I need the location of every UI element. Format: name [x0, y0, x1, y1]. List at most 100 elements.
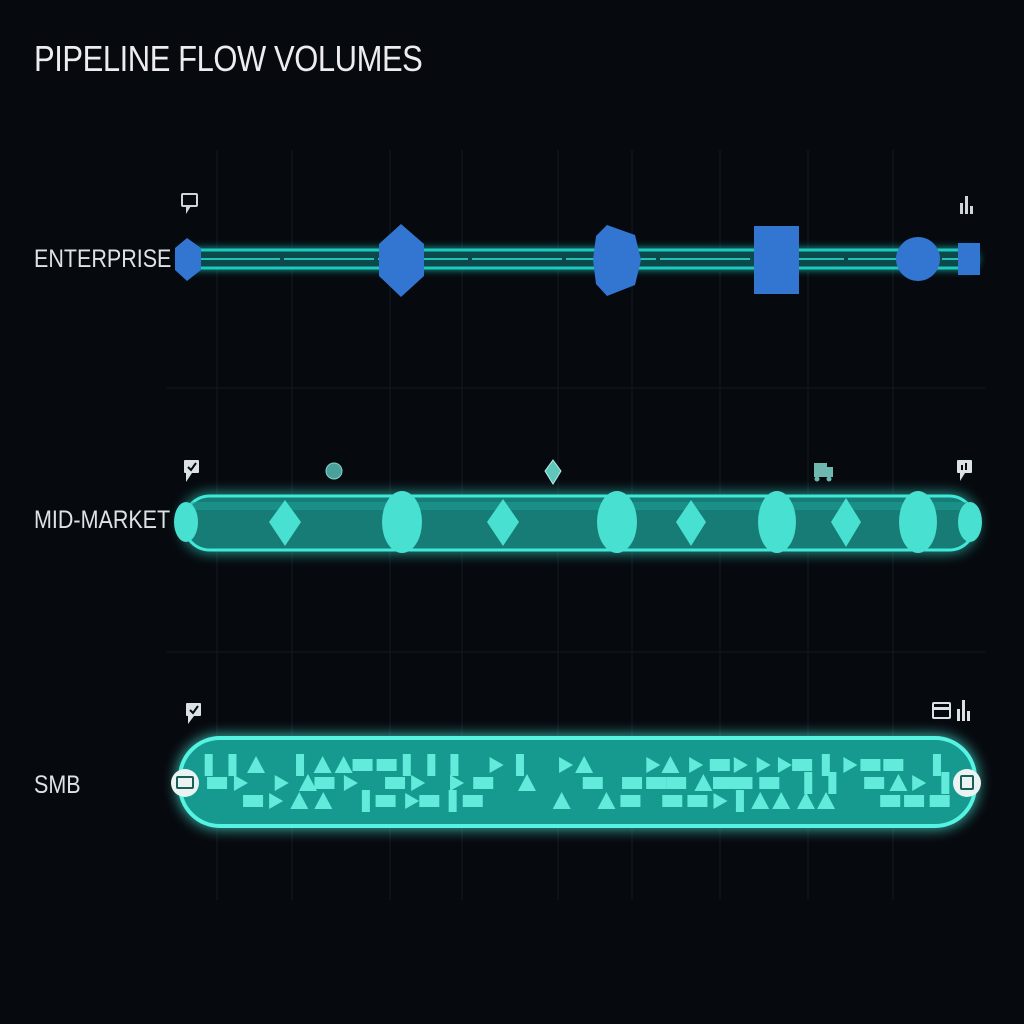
mid-market-flow-items: [174, 491, 982, 553]
smb-item: [792, 759, 813, 771]
lane-label-smb: SMB: [34, 771, 81, 799]
mid-market-item: [958, 502, 982, 542]
smb-item: [622, 777, 643, 789]
lane-label-enterprise: ENTERPRISE: [34, 245, 172, 273]
diamond-icon: [544, 459, 562, 485]
smb-item: [889, 774, 908, 791]
smb-item: [376, 759, 397, 771]
smb-item: [515, 754, 524, 776]
smb-item: [411, 775, 426, 791]
dot-icon: [325, 462, 343, 480]
smb-item: [713, 793, 728, 809]
smb-item: [597, 792, 616, 809]
smb-item: [361, 790, 370, 812]
smb-item: [804, 772, 813, 794]
smb-item: [343, 775, 358, 791]
enterprise-item: [379, 224, 424, 297]
smb-item: [709, 759, 730, 771]
smb-item: [462, 795, 483, 807]
smb-item: [207, 777, 228, 789]
smb-item: [828, 772, 837, 794]
smb-item: [314, 792, 333, 809]
smb-item: [552, 792, 571, 809]
smb-item: [646, 757, 661, 773]
smb-item: [777, 757, 792, 773]
smb-item: [582, 777, 603, 789]
smb-item: [517, 774, 536, 791]
mid-market-item: [758, 491, 796, 553]
smb-item: [912, 775, 927, 791]
smb-item: [860, 759, 881, 771]
smb-flow-items: [204, 754, 950, 812]
smb-item: [233, 775, 248, 791]
smb-item: [821, 754, 830, 776]
smb-item: [375, 795, 396, 807]
page-title: PIPELINE FLOW VOLUMES: [34, 38, 423, 79]
smb-item: [290, 792, 309, 809]
smb-item: [296, 754, 305, 776]
smb-item: [313, 756, 332, 773]
smb-item: [694, 774, 713, 791]
mid-market-item: [676, 500, 706, 546]
mid-market-item: [269, 500, 301, 546]
smb-item: [666, 777, 687, 789]
smb-item: [269, 793, 284, 809]
smb-item: [228, 754, 237, 776]
mid-market-item: [382, 491, 422, 553]
smb-item: [559, 757, 574, 773]
smb-item: [662, 795, 683, 807]
enterprise-item: [175, 238, 201, 281]
smb-item: [796, 792, 815, 809]
smb-item: [448, 790, 457, 812]
smb-item: [733, 757, 748, 773]
enterprise-item: [754, 226, 799, 294]
smb-item: [575, 756, 594, 773]
card-icon: [932, 702, 951, 719]
smb-pipe: [178, 736, 977, 828]
smb-item: [247, 756, 266, 773]
smb-item: [864, 777, 885, 789]
smb-item: [473, 777, 494, 789]
smb-item: [352, 759, 373, 771]
smb-item: [880, 795, 901, 807]
lane-label-mid-market: MID-MARKET: [34, 506, 171, 534]
smb-item: [932, 754, 941, 776]
smb-item: [419, 795, 440, 807]
smb-item: [385, 777, 406, 789]
smb-item: [204, 754, 213, 776]
smb-item: [427, 754, 436, 776]
smb-item: [732, 777, 753, 789]
smb-item: [751, 792, 770, 809]
smb-item: [243, 795, 264, 807]
smb-item: [772, 792, 791, 809]
smb-item: [756, 757, 771, 773]
smb-item: [759, 777, 780, 789]
mid-market-item: [899, 491, 937, 553]
truck-icon: [814, 463, 833, 482]
comment-check-icon: [186, 703, 201, 724]
smb-item: [402, 754, 411, 776]
smb-item: [661, 756, 680, 773]
smb-item: [735, 790, 744, 812]
smb-item: [405, 793, 420, 809]
mid-market-item: [831, 498, 861, 547]
smb-item: [904, 795, 925, 807]
smb-item: [941, 772, 950, 794]
smb-item: [883, 759, 904, 771]
comment-check-icon: [184, 460, 199, 482]
smb-item: [274, 775, 289, 791]
enterprise-item: [896, 237, 940, 281]
card-icon: [953, 769, 981, 797]
bar-chart-icon: [957, 700, 970, 721]
smb-item: [687, 795, 708, 807]
smb-item: [843, 757, 858, 773]
smb-item: [314, 777, 335, 789]
smb-item: [712, 777, 733, 789]
enterprise-item: [958, 243, 980, 275]
smb-item: [489, 757, 504, 773]
comment-chart-icon: [957, 460, 972, 481]
smb-item: [450, 754, 459, 776]
enterprise-item: [593, 225, 641, 296]
